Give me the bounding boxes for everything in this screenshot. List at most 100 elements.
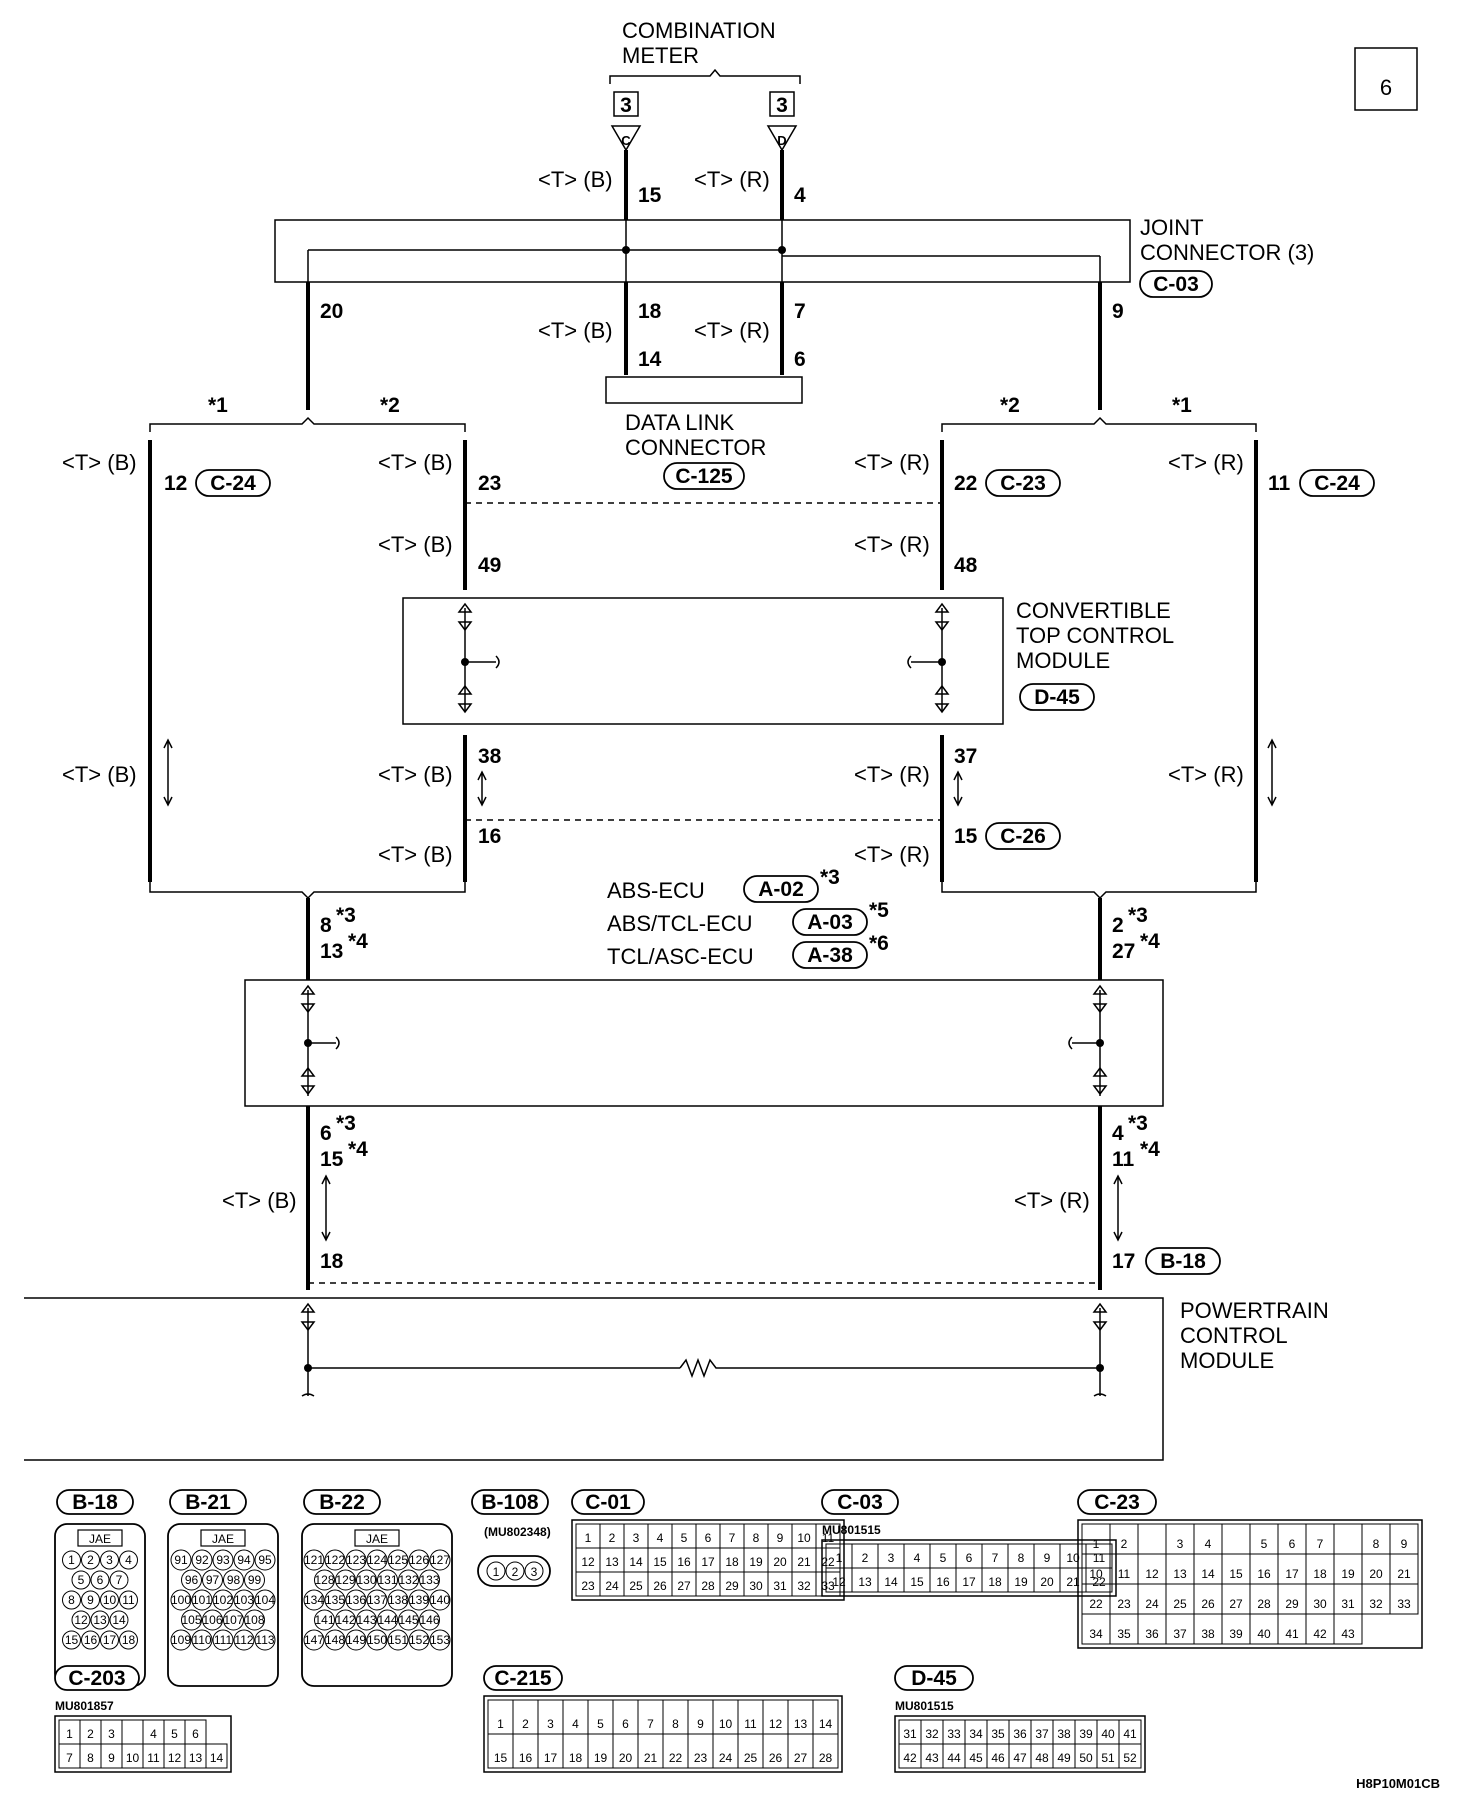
c215-pin-label: 21 bbox=[644, 1751, 658, 1765]
abs-right-low-pin-11: 11 bbox=[1112, 1148, 1135, 1171]
b18-pin bbox=[71, 1570, 91, 1590]
b22-pin bbox=[408, 1549, 430, 1571]
c203-pin-label: 7 bbox=[66, 1751, 73, 1765]
b18-pin bbox=[81, 1630, 100, 1650]
abs-left-pin-13: 13 bbox=[320, 940, 343, 963]
b21-housing bbox=[167, 1523, 279, 1687]
b22-pin-label: 137 bbox=[367, 1593, 387, 1607]
b22-pin-label: 129 bbox=[335, 1573, 355, 1587]
c03-pin-label: 15 bbox=[910, 1575, 924, 1589]
c203-code-pill bbox=[54, 1665, 140, 1691]
right-inner-label-2: <T> (R) bbox=[854, 532, 930, 557]
d45-part: MU801515 bbox=[895, 1699, 954, 1713]
bracket-top-left bbox=[149, 416, 466, 432]
c23-pin-label: 29 bbox=[1285, 1597, 1299, 1611]
b108-pin-label: 3 bbox=[531, 1565, 538, 1579]
c03-pin-label: 4 bbox=[914, 1551, 921, 1565]
b18-pin bbox=[81, 1590, 100, 1610]
b22-pin bbox=[387, 1549, 409, 1571]
left-inner-mid-label: <T> (B) bbox=[378, 762, 453, 787]
note-star1-left: *1 bbox=[208, 394, 228, 417]
c23-cell bbox=[1333, 1523, 1363, 1555]
c03-pin-label: 10 bbox=[1066, 1551, 1080, 1565]
b21-pin bbox=[212, 1549, 234, 1571]
c23-pin-label: 2 bbox=[1121, 1537, 1128, 1551]
d45-pin-label: 34 bbox=[969, 1727, 983, 1741]
b22-pin-label: 149 bbox=[346, 1633, 366, 1647]
c215-pin-label: 22 bbox=[669, 1751, 683, 1765]
pcm-right-wire-label: <T> (R) bbox=[1014, 1188, 1090, 1213]
b22-pin-label: 136 bbox=[346, 1593, 366, 1607]
b22-pin bbox=[324, 1589, 346, 1611]
b22-pin bbox=[408, 1589, 430, 1611]
b22-pin bbox=[303, 1549, 325, 1571]
b22-pin bbox=[356, 1569, 377, 1591]
meter-wire-r-label: <T> (R) bbox=[694, 167, 770, 192]
b21-pin-label: 111 bbox=[214, 1633, 233, 1647]
abs-right-tri bbox=[1092, 984, 1108, 1096]
b22-pin bbox=[324, 1629, 346, 1651]
joint-label-2: CONNECTOR (3) bbox=[1140, 240, 1314, 265]
abs-left-low-pin-15: 15 bbox=[320, 1148, 344, 1171]
figure-code: H8P10M01CB bbox=[1356, 1776, 1440, 1791]
d45-pin-label: 52 bbox=[1123, 1751, 1137, 1765]
c203-pin-label: 12 bbox=[168, 1751, 182, 1765]
b21-pin-label: 107 bbox=[223, 1613, 243, 1627]
b21-pin-label: 104 bbox=[255, 1593, 275, 1607]
pcm-left-wire-label: <T> (B) bbox=[222, 1188, 297, 1213]
tcl-asc-ecu-label: TCL/ASC-ECU bbox=[607, 944, 754, 969]
c215-cell bbox=[812, 1733, 839, 1769]
c01-pin-label: 28 bbox=[701, 1579, 715, 1593]
b108-part: (MU802348) bbox=[484, 1525, 551, 1539]
joint-label-1: JOINT bbox=[1140, 215, 1204, 240]
left-outer-pin: 12 bbox=[164, 472, 187, 495]
b22-pin-label: 121 bbox=[304, 1553, 324, 1567]
bracket-bottom-left bbox=[149, 882, 466, 900]
abs-right-low-note3: *3 bbox=[1128, 1112, 1148, 1135]
b21-pin bbox=[223, 1609, 244, 1631]
c01-pin-label: 19 bbox=[749, 1555, 763, 1569]
c23-pin-label: 13 bbox=[1173, 1567, 1187, 1581]
b22-brand-box bbox=[354, 1529, 400, 1547]
b21-pin-label: 101 bbox=[192, 1593, 212, 1607]
c03-pin-label: 3 bbox=[888, 1551, 895, 1565]
b21-pin bbox=[244, 1569, 265, 1591]
b18-pin bbox=[119, 1550, 138, 1570]
b22-pin-label: 123 bbox=[346, 1553, 366, 1567]
b21-pin bbox=[191, 1549, 213, 1571]
c03-pin-label: 18 bbox=[988, 1575, 1002, 1589]
b21-pin bbox=[212, 1589, 234, 1611]
c23-code: C-23 bbox=[1094, 1491, 1140, 1514]
c23-code-pill bbox=[1077, 1489, 1157, 1515]
convertible-left-dot bbox=[461, 658, 469, 666]
b21-brand: JAE bbox=[212, 1532, 234, 1546]
b22-pin bbox=[419, 1609, 440, 1631]
left-outer-mid-label: <T> (B) bbox=[62, 762, 137, 787]
c01-pin-label: 24 bbox=[605, 1579, 619, 1593]
right-inner-mid-label: <T> (R) bbox=[854, 762, 930, 787]
b22-pin bbox=[314, 1569, 335, 1591]
b18-pin bbox=[62, 1550, 81, 1570]
c23-cell bbox=[1389, 1583, 1419, 1615]
b22-housing bbox=[301, 1523, 453, 1687]
b18-pin-label: 11 bbox=[122, 1593, 135, 1607]
b21-pin bbox=[233, 1549, 255, 1571]
b18-pin-label: 1 bbox=[68, 1553, 75, 1567]
b22-pin-label: 141 bbox=[314, 1613, 334, 1627]
c215-pin-label: 25 bbox=[744, 1751, 758, 1765]
combination-meter-label-2: METER bbox=[622, 43, 699, 68]
bracket-bottom-right bbox=[941, 882, 1257, 900]
c203-pin-label: 1 bbox=[66, 1727, 73, 1741]
c203-pin-label: 8 bbox=[87, 1751, 94, 1765]
d45-pin-label: 50 bbox=[1079, 1751, 1093, 1765]
b22-pin-label: 128 bbox=[314, 1573, 334, 1587]
b22-pin-label: 134 bbox=[304, 1593, 324, 1607]
dlc-box bbox=[605, 376, 803, 404]
abs-left-pin-8: 8 bbox=[320, 914, 332, 937]
b18-pin bbox=[100, 1590, 119, 1610]
b22-pin-label: 125 bbox=[388, 1553, 408, 1567]
c03-pin-label: 14 bbox=[884, 1575, 898, 1589]
c215-pin-label: 14 bbox=[819, 1717, 833, 1731]
convertible-right-dot bbox=[938, 658, 946, 666]
c03-pin-label: 7 bbox=[992, 1551, 999, 1565]
